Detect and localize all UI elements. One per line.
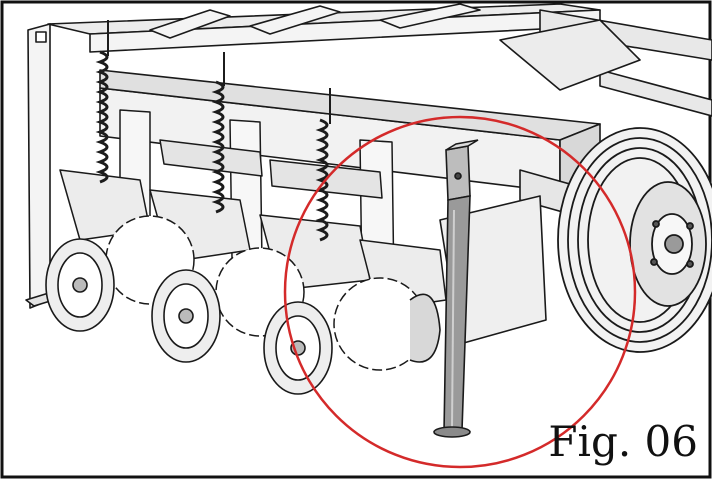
transport-wheel [557, 127, 712, 353]
figure-label: Fig. 06 [548, 417, 698, 466]
parking-stand [433, 139, 479, 438]
machine-frame [25, 3, 712, 345]
gauge-wheels [45, 238, 441, 395]
row-unit-springs [95, 20, 331, 242]
seeding-discs [105, 215, 427, 371]
highlight-circle [283, 115, 637, 469]
